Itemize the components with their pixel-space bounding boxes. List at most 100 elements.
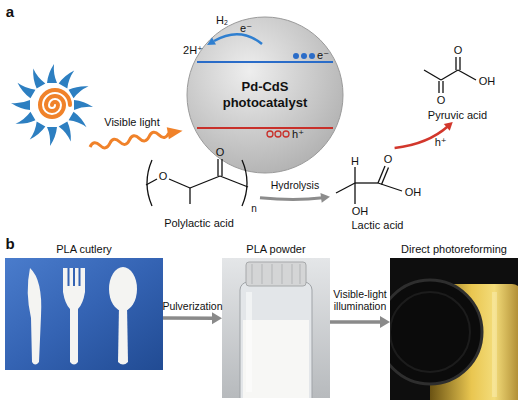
flow-arrow	[163, 312, 222, 324]
molecule-name: Lactic acid	[352, 219, 404, 232]
knife	[28, 268, 42, 365]
atom-label: OH	[479, 75, 496, 87]
light-arrowhead	[167, 125, 184, 139]
bond	[424, 70, 441, 80]
arrow-label: Hydrolysis	[260, 179, 330, 191]
spoon-handle	[118, 306, 128, 365]
bond	[220, 176, 248, 187]
powder	[243, 320, 309, 398]
light-wave	[89, 130, 169, 151]
bracket	[147, 160, 152, 206]
light-label: Visible light	[104, 116, 159, 128]
arrowhead	[212, 312, 222, 324]
photo-panel: Direct photoreforming	[390, 258, 518, 400]
charge-label: e⁻	[240, 22, 252, 34]
subscript-label: n	[251, 203, 257, 214]
spoon-bowl	[109, 267, 137, 311]
photo-panel: PLA cutlery	[5, 258, 163, 370]
photo-title: PLA cutlery	[0, 243, 173, 256]
powder-photo	[222, 258, 330, 398]
sun-rays	[11, 64, 93, 146]
arrowhead	[320, 193, 330, 203]
atom-label: H	[351, 155, 359, 167]
bond	[459, 57, 460, 70]
fork	[63, 268, 85, 365]
lactic-acid-bonds	[336, 166, 402, 204]
cap-ridge	[252, 264, 253, 284]
sun-ray	[14, 80, 35, 98]
flow-arrow	[395, 122, 453, 148]
bottle-cap	[246, 262, 306, 286]
fork-gap	[79, 268, 81, 286]
lamp-ring	[390, 292, 470, 372]
atom-label: OH	[405, 186, 422, 198]
atom-label: O	[454, 44, 463, 56]
catalyst-node: Pd-CdS photocatalyst	[187, 17, 343, 173]
photo-title: Direct photoreforming	[380, 243, 523, 256]
hole-dot	[275, 131, 281, 137]
atom-label: O	[216, 146, 225, 158]
hole-dot	[283, 131, 289, 137]
atom-label: O	[159, 170, 168, 182]
catalyst-name: Pd-CdS photocatalyst	[210, 79, 320, 110]
bracket	[242, 160, 247, 206]
conduction-band	[197, 61, 333, 63]
fork-gap	[68, 268, 70, 286]
arrowhead	[380, 316, 390, 328]
bond	[190, 176, 220, 188]
cap-ridge	[292, 264, 293, 284]
atom-label: O	[384, 153, 393, 165]
glass-highlight	[246, 292, 252, 392]
bond	[438, 81, 439, 93]
electron-dot	[301, 53, 307, 59]
species-label: H₂	[216, 14, 228, 26]
sun-ray	[47, 64, 57, 83]
panel-letter: a	[6, 4, 14, 21]
sun-ray	[27, 67, 45, 88]
cap-ridge	[300, 264, 301, 284]
bond	[169, 179, 190, 188]
sun-spiral	[40, 90, 70, 117]
sun-ray	[14, 112, 35, 130]
molecule-node: Polylactic acid	[138, 145, 260, 230]
reaction-photo	[390, 258, 518, 400]
photo-panel: PLA powder	[222, 258, 330, 398]
bond	[378, 166, 385, 183]
sun-ray	[27, 122, 45, 143]
bond	[354, 183, 355, 204]
bond	[382, 168, 389, 185]
polylactic-acid-bonds	[146, 159, 248, 206]
arrow-label: Pulverization	[158, 300, 228, 312]
sun-ray	[59, 67, 77, 88]
fork-gap	[73, 268, 75, 286]
molecule-name: Polylactic acid	[164, 217, 234, 230]
bond	[442, 81, 443, 93]
sun-ray	[59, 122, 77, 143]
sun-ray	[74, 100, 93, 110]
arrow-label: Visible-light illumination	[329, 288, 391, 312]
bottle-body	[240, 282, 312, 398]
atom-label: O	[437, 94, 446, 106]
charge-label: e⁻	[317, 49, 329, 61]
flow-arrow	[260, 193, 330, 203]
sun-ray	[69, 112, 90, 130]
species-label: 2H⁺	[183, 44, 203, 56]
bond	[378, 183, 402, 191]
bond	[217, 159, 218, 176]
cutlery-photo	[5, 258, 163, 370]
light-wave-arrow	[89, 125, 184, 153]
molecule-name: Pyruvic acid	[428, 109, 487, 122]
bond	[455, 57, 456, 70]
catalyst-particle	[187, 17, 343, 173]
sun-ray	[11, 100, 30, 110]
valence-band	[197, 127, 333, 129]
hole-dot	[267, 131, 273, 137]
arrow-line	[163, 316, 214, 320]
bond	[458, 70, 476, 80]
bond	[355, 182, 378, 183]
arrow-line	[330, 320, 382, 324]
bond	[354, 167, 355, 183]
